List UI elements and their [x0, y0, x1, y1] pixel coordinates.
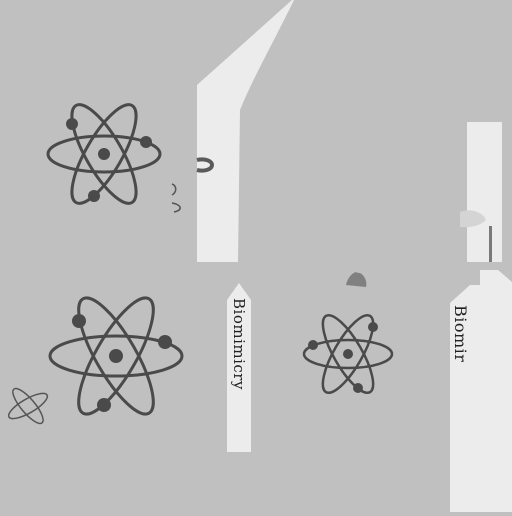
- ring-fragment: [196, 157, 215, 173]
- strip-label-right: Biomir: [451, 305, 470, 363]
- leaf-blob: [346, 272, 367, 287]
- paper-tab-left: [227, 283, 251, 452]
- atom-icon: [48, 296, 184, 416]
- atom-icon: [302, 314, 394, 394]
- needle-mark: [489, 226, 492, 262]
- pale-blob: [460, 210, 486, 228]
- atom-small-icon: [7, 387, 49, 425]
- curl-mark-2: [171, 202, 181, 213]
- paper-strip-top: [197, 0, 294, 262]
- curl-mark: [171, 183, 177, 196]
- paper-strip-right-top: [467, 122, 502, 262]
- paper-strip-right-bottom: [450, 270, 512, 512]
- atom-icon: [46, 103, 162, 205]
- strip-label-left: Biomimicry: [230, 298, 248, 390]
